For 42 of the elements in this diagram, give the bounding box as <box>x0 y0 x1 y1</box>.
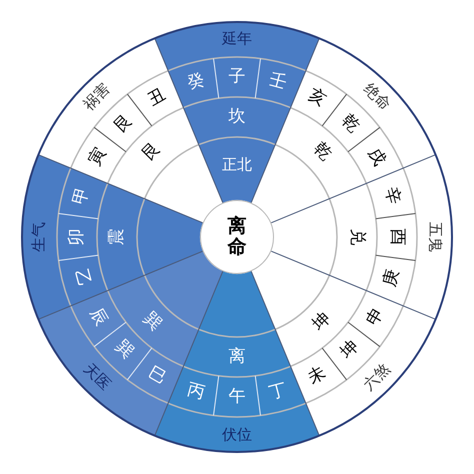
mountain-label: 丙 <box>185 381 206 402</box>
mountain-label: 寅 <box>86 145 110 169</box>
mountain-label: 亥 <box>305 86 329 110</box>
sector-label: 六煞 <box>361 361 393 393</box>
mountain-label: 巳 <box>145 364 169 388</box>
trigram-label: 艮 <box>140 140 164 164</box>
mountain-label: 乙 <box>72 268 93 289</box>
mountain-label: 戌 <box>364 145 388 169</box>
sector-label: 祸害 <box>81 81 113 113</box>
mountain-label: 丑 <box>145 86 169 110</box>
mountain-label: 酉 <box>388 228 406 246</box>
trigram-label: 兑 <box>348 228 366 246</box>
mountain-label: 癸 <box>185 72 206 93</box>
mountain-label: 庚 <box>381 268 402 289</box>
mountain-label: 巽 <box>112 338 136 362</box>
mountain-label: 坤 <box>338 338 362 362</box>
center-label: 离命 <box>228 216 246 258</box>
mountain-label: 卯 <box>68 228 86 246</box>
mountain-label: 乾 <box>338 112 362 136</box>
direction-label: 正北 <box>222 158 252 172</box>
mountain-label: 子 <box>228 68 246 86</box>
mountain-label: 艮 <box>112 112 136 136</box>
sector-label: 天医 <box>81 361 113 393</box>
mountain-label: 壬 <box>268 72 289 93</box>
sector-label: 生气 <box>32 222 46 252</box>
mountain-label: 辰 <box>86 305 110 329</box>
mountain-label: 甲 <box>72 185 93 206</box>
mountain-label: 午 <box>228 388 246 406</box>
mountain-label: 未 <box>305 364 329 388</box>
trigram-label: 震 <box>108 228 126 246</box>
mountain-label: 申 <box>364 305 388 329</box>
sector-label: 绝命 <box>361 81 393 113</box>
trigram-label: 坎 <box>228 108 246 126</box>
trigram-label: 巽 <box>140 310 164 334</box>
trigram-label: 乾 <box>310 140 334 164</box>
sector-label: 五鬼 <box>428 222 442 252</box>
sector-label: 伏位 <box>222 428 252 442</box>
mountain-label: 丁 <box>268 381 289 402</box>
sector-label: 延年 <box>222 32 252 46</box>
trigram-label: 离 <box>228 348 246 366</box>
trigram-label: 坤 <box>310 310 334 334</box>
mountain-label: 辛 <box>381 185 402 206</box>
